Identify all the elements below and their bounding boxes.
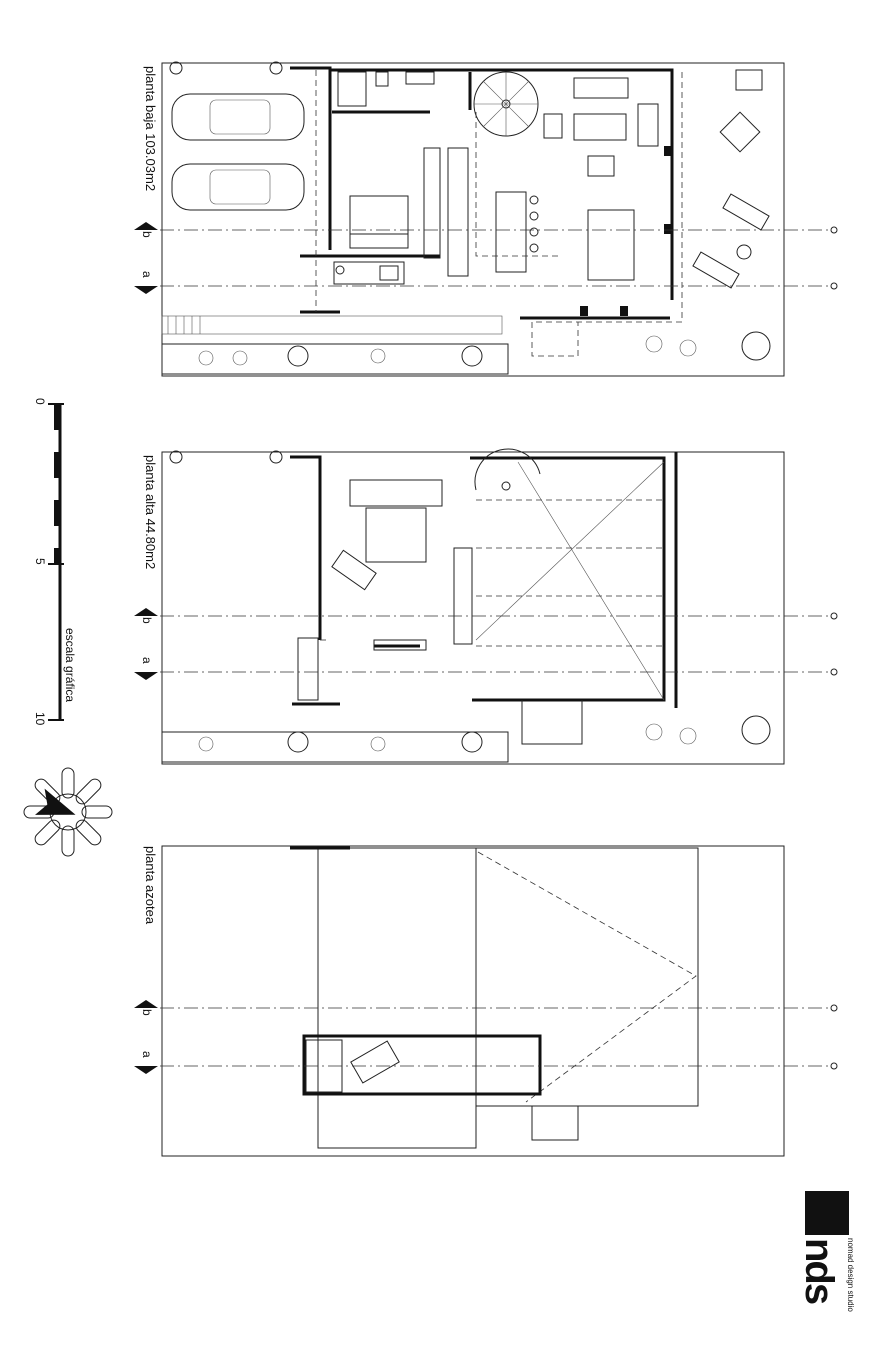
side-planter: [161, 731, 509, 763]
garden-plants: [169, 61, 771, 367]
lot-outline: [161, 62, 785, 377]
scale-title: escala gráfica: [63, 628, 77, 702]
section-marks: b a b a b a: [134, 222, 838, 1074]
kitchen-fixtures: [333, 71, 435, 285]
section-a-label: a: [140, 271, 154, 278]
logo-letters: nds: [797, 1238, 841, 1304]
graphic-scale: 0 5 10 escala gráfica: [33, 398, 77, 726]
roof-plan: planta azotea: [143, 845, 785, 1157]
scale-tick-0: 0: [33, 398, 47, 405]
upper-floor-plan: planta alta 44.80m2: [143, 448, 785, 765]
roof-plan-label: planta azotea: [143, 846, 158, 925]
upper-dashed-outlines: [320, 639, 583, 745]
ground-dashed-outlines: [315, 70, 683, 357]
lot-outline: [161, 845, 785, 1157]
section-a-label: a: [140, 1051, 154, 1058]
scale-tick-5: 5: [33, 558, 47, 565]
living-furniture: [495, 77, 659, 281]
upper-floor-label: planta alta 44.80m2: [143, 455, 158, 569]
bed: [349, 479, 443, 563]
ground-floor-plan: planta baja 103.03m2: [143, 61, 785, 377]
section-b-label: b: [140, 231, 154, 238]
parked-car: [171, 93, 305, 141]
logo-tagline: nomad design studio: [846, 1238, 855, 1312]
upper-walls: [290, 452, 678, 708]
section-b-label: b: [140, 617, 154, 624]
section-a-label: a: [140, 657, 154, 664]
roof-outlines: [290, 846, 699, 1149]
sun-lounger: [350, 1040, 400, 1084]
void-over-living: [475, 461, 665, 701]
north-arrow-icon: [23, 767, 113, 857]
armchair: [331, 549, 377, 591]
spiral-stair: [474, 448, 541, 491]
terrace-furniture: [692, 69, 770, 289]
parked-car: [171, 163, 305, 211]
studio-logo: nds nomad design studio: [797, 1191, 855, 1312]
upper-stair: [453, 547, 473, 645]
desk: [373, 639, 427, 651]
ground-floor-label: planta baja 103.03m2: [143, 66, 158, 191]
ground-walls: [290, 66, 674, 320]
section-b-label: b: [140, 1009, 154, 1016]
garden-plants: [169, 450, 771, 753]
lot-outline: [161, 451, 785, 765]
logo-mark: [806, 1192, 848, 1234]
spiral-stair: [473, 71, 539, 137]
scale-tick-10: 10: [33, 712, 47, 726]
bed: [349, 195, 409, 249]
ground-side-stair: [161, 315, 509, 375]
